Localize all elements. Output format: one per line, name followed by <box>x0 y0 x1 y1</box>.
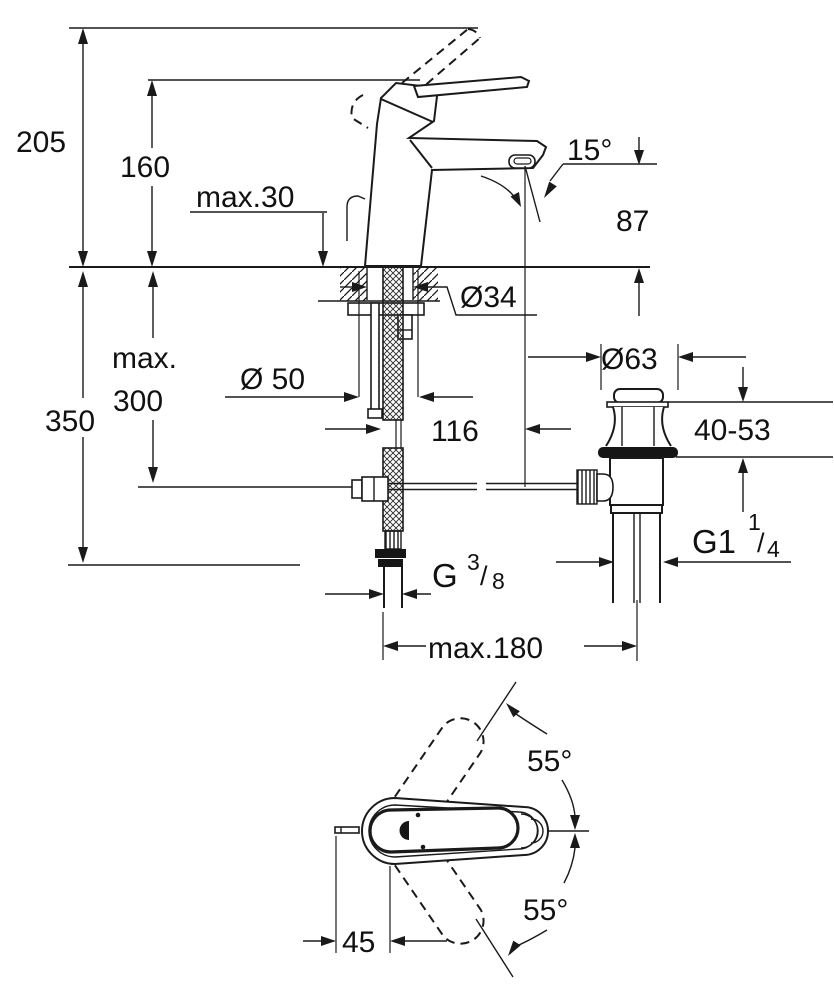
deck-hole-edges <box>366 268 414 300</box>
lever-handle <box>412 75 531 99</box>
dim-max30-leader <box>190 211 327 252</box>
spout-tilt-line <box>524 165 541 223</box>
waste-thread-sub: 4 <box>767 536 780 562</box>
faucet-body <box>363 81 548 267</box>
supply-thread-sup: 3 <box>467 549 480 575</box>
plan-handle <box>368 806 520 854</box>
deck-section <box>69 266 650 302</box>
plan-logo-mark <box>399 821 409 840</box>
pop-up-rod-vertical <box>370 302 380 412</box>
waste-knob-stem <box>596 473 614 502</box>
dim-total-height-label: 205 <box>16 126 66 159</box>
dim-swivel-down-label: 55° <box>523 894 568 927</box>
swivel-down-line <box>475 918 514 978</box>
dim-waste-thread-label: G1 1 / 4 <box>692 509 780 562</box>
dim-spout-angle-label: 15° <box>567 134 612 167</box>
swivel-up-arc <box>561 779 576 818</box>
dim-15-leader <box>549 163 657 182</box>
dim-base-diameter-label: Ø 50 <box>240 363 305 396</box>
dim-4053-refs <box>668 401 833 458</box>
dim-hose-clearance-label-1: max. <box>112 342 177 375</box>
hose-nut-top <box>375 549 406 558</box>
faucet-side <box>346 28 548 267</box>
supply-thread-sub: 8 <box>492 568 505 594</box>
pop-up-rod-foot <box>367 408 383 419</box>
hose-ferrule <box>384 530 402 550</box>
body-detail-lines <box>380 98 434 169</box>
handle-swivel-down-dashed <box>379 817 485 945</box>
spout-outlet-inner <box>513 157 532 165</box>
dim-body-height-label: 160 <box>120 151 170 184</box>
lever-raised-dashed <box>401 28 481 95</box>
dim-waste-cap-diameter-label: Ø63 <box>601 343 658 376</box>
swivel-up-line <box>476 681 517 742</box>
lever-base-dashed <box>350 94 369 129</box>
hose-nut-bottom <box>378 559 403 567</box>
dim-supply-thread-label: G 3 / 8 <box>432 549 505 594</box>
waste-body <box>609 457 664 506</box>
dim-hose-length-label: 350 <box>45 405 95 438</box>
waste-thread-slash: / <box>757 528 765 558</box>
supply-thread-slash: / <box>480 561 488 591</box>
rod-clamp-small <box>351 479 363 499</box>
dim-63-extensions <box>600 344 679 390</box>
dim-max-reach-label: max.180 <box>428 632 543 665</box>
pullrod-knob <box>346 195 366 241</box>
waste-thread-base: G1 <box>692 523 736 560</box>
handle-swivel-up-dashed <box>379 717 485 845</box>
side-view: 205 160 max.30 max. 300 350 15° <box>16 27 833 665</box>
waste-neck-fill <box>606 407 671 446</box>
waste-neck-inner <box>621 407 655 446</box>
swivel-up-arc-tail <box>515 713 548 735</box>
plan-rod-pin <box>334 826 360 834</box>
dim-34-leader <box>428 286 537 316</box>
waste-neck <box>605 406 672 447</box>
plan-handle-end-arcs <box>520 813 544 849</box>
dim-swivel-up-label: 55° <box>527 745 572 778</box>
supply-hose-upper <box>382 266 404 421</box>
waste-coupling-band <box>610 504 663 514</box>
waste-assembly <box>576 388 678 603</box>
dim-lever-offset-label: 45 <box>342 926 375 959</box>
waste-thread-sup: 1 <box>748 509 761 535</box>
waste-flange <box>598 447 678 458</box>
waste-cap <box>613 388 664 404</box>
waste-cap-plate <box>606 401 669 408</box>
rod-clamp-large <box>361 476 389 502</box>
swivel-down-arc <box>563 847 576 884</box>
dim-hole-diameter-label: Ø34 <box>460 281 517 314</box>
dim-45-extensions <box>335 836 391 953</box>
dim-waste-range-label: 40-53 <box>694 414 771 447</box>
dim-spout-projection-label: 116 <box>431 415 479 448</box>
waste-knurled-knob <box>576 469 598 505</box>
top-view: 55° 55° 45 <box>303 681 589 978</box>
dim-180-extensions <box>382 600 638 661</box>
pop-up-linkage <box>351 476 577 502</box>
horizontal-rod <box>388 482 577 491</box>
base-extension-lines <box>358 271 419 397</box>
plan-dot-bottom <box>420 844 426 850</box>
waste-tailpiece-inner <box>633 513 641 603</box>
swivel-down-arc-tail <box>518 929 548 946</box>
side-annotations: 205 160 max.30 max. 300 350 15° <box>16 27 833 665</box>
dim-hose-clearance-label-2: 300 <box>113 385 163 418</box>
hose-break-lines <box>395 420 402 448</box>
plan-dot-top <box>415 812 421 818</box>
waste-tailpiece <box>612 513 661 603</box>
top-annotations: 55° 55° 45 <box>303 681 589 978</box>
dim-deck-thickness-label: max.30 <box>196 181 294 214</box>
supply-thread-base: G <box>432 557 458 594</box>
supply-pipe <box>383 567 403 608</box>
dim-outlet-height-label: 87 <box>616 205 649 238</box>
